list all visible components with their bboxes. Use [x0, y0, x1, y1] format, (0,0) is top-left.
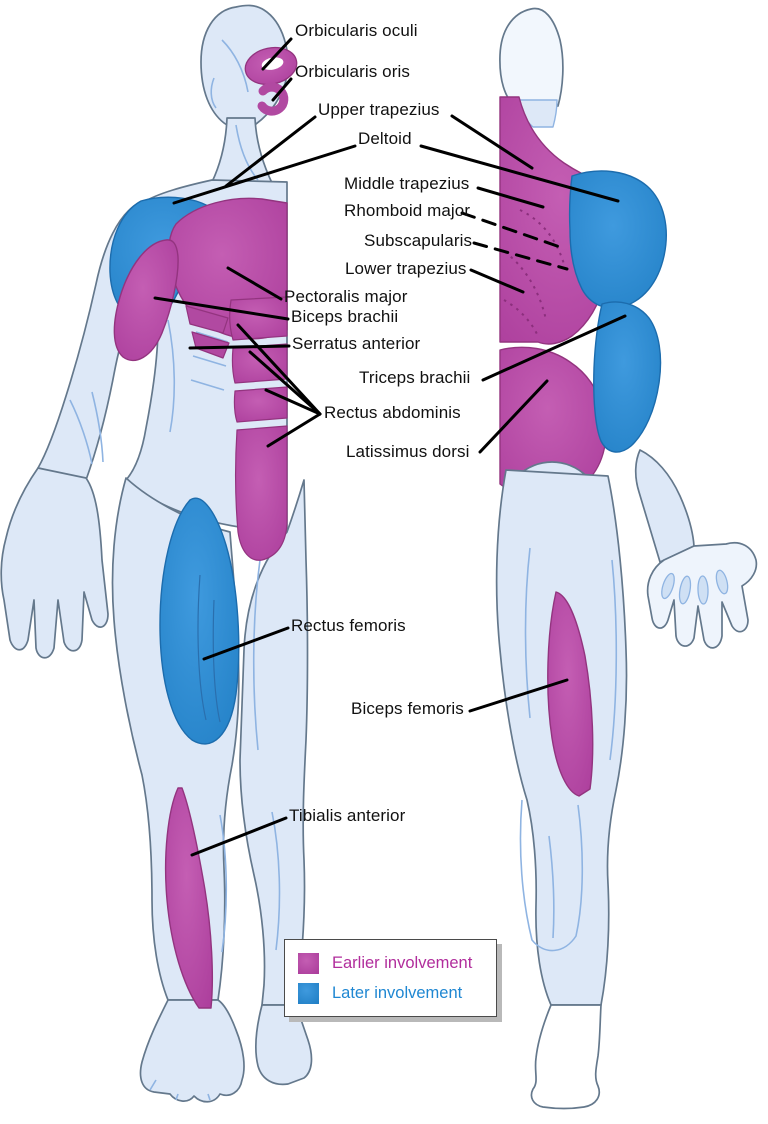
label-triceps-brachii: Triceps brachii	[359, 368, 471, 387]
label-biceps-femoris: Biceps femoris	[351, 699, 464, 718]
deep-muscle-dotted-lines	[503, 209, 567, 335]
label-tibialis-anterior: Tibialis anterior	[289, 806, 406, 825]
label-deltoid: Deltoid	[358, 129, 412, 148]
leader-biceps-brachii	[153, 296, 290, 321]
label-biceps-brachii: Biceps brachii	[291, 307, 399, 326]
tibialis-anterior-shape	[164, 787, 213, 1009]
rectus-femoris-detail	[197, 574, 221, 723]
earlier-involvement-label: Earlier involvement	[332, 953, 473, 972]
triceps-brachii-shape	[593, 301, 662, 453]
leader-rectus-abdominis-2	[248, 350, 322, 416]
serratus-anterior-shape	[185, 305, 230, 359]
legend-row-earlier: Earlier involvement	[298, 952, 496, 974]
leader-rhomboid-major	[460, 211, 562, 249]
leader-latissimus-dorsi	[478, 379, 549, 454]
anterior-right-foot	[255, 1004, 313, 1086]
rectus-abdominis-seg1	[229, 296, 288, 341]
leader-rectus-abdominis-1	[236, 323, 322, 416]
label-subscapularis: Subscapularis	[364, 231, 473, 250]
label-orbicularis-oris: Orbicularis oris	[295, 62, 410, 81]
later-involvement-label: Later involvement	[332, 983, 463, 1002]
later-involvement-swatch	[298, 982, 319, 1004]
label-middle-trapezius: Middle trapezius	[344, 174, 470, 193]
leader-rectus-femoris	[202, 626, 290, 661]
legend-row-later: Later involvement	[298, 982, 496, 1004]
label-orbicularis-oculi: Orbicularis oculi	[295, 21, 418, 40]
posterior-leg-detail-lines	[519, 547, 618, 952]
leader-tibialis-anterior	[190, 816, 288, 857]
earlier-involvement-swatch	[298, 952, 319, 974]
label-lower-trapezius: Lower trapezius	[345, 259, 467, 278]
label-rectus-abdominis: Rectus abdominis	[324, 403, 461, 422]
posterior-forearm	[634, 449, 695, 563]
leader-upper-trapezius-left	[224, 115, 317, 188]
leader-orbicularis-oris	[271, 77, 293, 102]
rectus-abdominis-seg4	[235, 425, 288, 561]
label-serratus-anterior: Serratus anterior	[292, 334, 421, 353]
anterior-hand	[0, 467, 109, 659]
legend: Earlier involvement Later involvement	[284, 939, 497, 1017]
anterior-left-foot	[139, 999, 245, 1103]
leader-upper-trapezius-right	[450, 114, 534, 170]
leader-triceps-brachii	[481, 314, 627, 382]
leader-serratus-anterior	[188, 344, 291, 350]
biceps-brachii-shape	[113, 239, 179, 362]
hand-tendon-lines	[661, 569, 729, 605]
leader-biceps-femoris	[468, 678, 569, 713]
leader-rectus-abdominis-3	[264, 388, 322, 416]
anterior-right-leg	[239, 479, 309, 1006]
anterior-detail-lines	[69, 39, 281, 1101]
label-upper-trapezius: Upper trapezius	[318, 100, 440, 119]
label-rhomboid-major: Rhomboid major	[344, 201, 471, 220]
leader-deltoid-right	[419, 144, 620, 203]
leader-middle-trapezius	[476, 186, 545, 209]
posterior-figure	[495, 7, 758, 1110]
rectus-abdominis-seg3	[233, 386, 288, 423]
leader-lower-trapezius	[469, 268, 525, 294]
leader-deltoid-left	[172, 144, 357, 205]
label-latissimus-dorsi: Latissimus dorsi	[346, 442, 470, 461]
posterior-head	[499, 7, 564, 107]
leader-rectus-abdominis-4	[266, 412, 322, 448]
leader-lines	[153, 37, 627, 857]
rectus-femoris-shape	[159, 497, 240, 745]
biceps-femoris-shape	[547, 591, 594, 797]
label-rectus-femoris: Rectus femoris	[291, 616, 406, 635]
leader-orbicularis-oculi	[261, 37, 293, 71]
label-pectoralis-major: Pectoralis major	[284, 287, 408, 306]
leader-subscapularis	[472, 241, 569, 271]
leader-pectoralis-major	[226, 266, 283, 301]
orbicularis-oris-shape	[257, 82, 289, 116]
posterior-foot	[530, 1004, 602, 1110]
